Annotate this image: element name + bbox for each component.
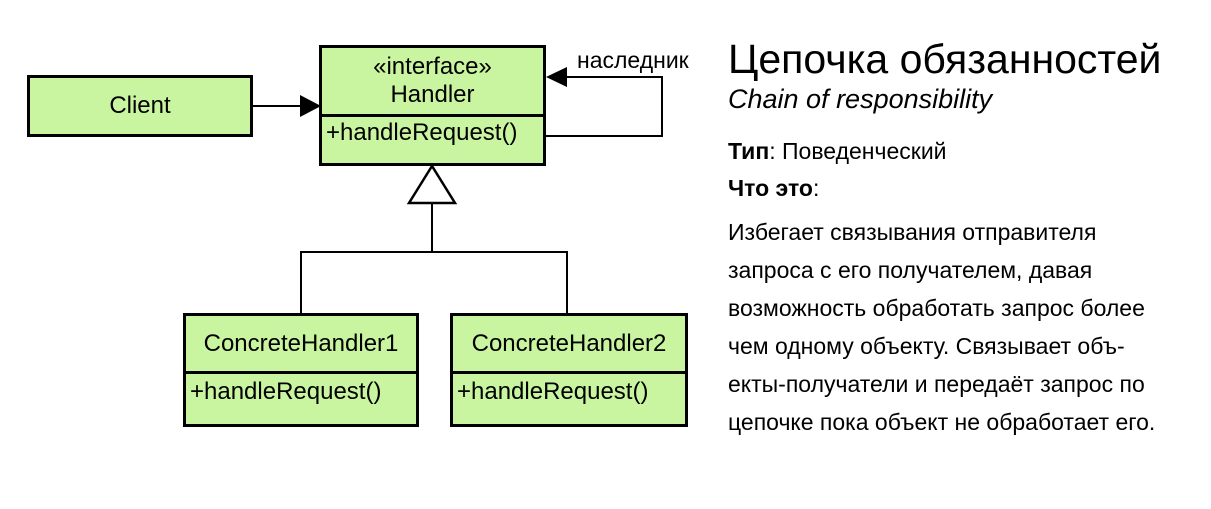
description-line: екты-получатели и передаёт запрос по [728, 371, 1145, 397]
handler-stereotype: «interface» [373, 53, 492, 80]
inheritance-branch-lines [300, 251, 568, 313]
concrete-handler-1-box: ConcreteHandler1 +handleRequest() [183, 313, 419, 427]
description-line: запроса с его получателем, давая [728, 257, 1093, 283]
client-class-box: Client [27, 75, 253, 137]
handler-method: +handleRequest() [326, 119, 518, 146]
successor-arrowhead-icon [546, 67, 567, 87]
successor-loop-line [545, 76, 663, 137]
successor-label: наследник [577, 47, 689, 73]
client-handler-arrowhead-icon [300, 95, 321, 117]
what-is-line: Что это: [728, 170, 1208, 207]
concrete-handler-1-name: ConcreteHandler1 [186, 316, 416, 374]
description-line: возможность обработать запрос более [728, 295, 1145, 321]
handler-class-name: Handler [390, 81, 475, 108]
description-line: Избегает связывания отправителя [728, 219, 1097, 245]
pattern-type-line: Тип: Поведенческий [728, 133, 1208, 170]
description-line: чем одному объекту. Связывает объ- [728, 333, 1125, 359]
concrete-handler-2-box: ConcreteHandler2 +handleRequest() [450, 313, 688, 427]
what-colon: : [812, 175, 820, 201]
handler-title-section: «interface» Handler [322, 48, 543, 117]
inheritance-triangle-icon [406, 163, 458, 205]
pattern-title-en: Chain of responsibility [728, 84, 993, 114]
pattern-meta: Тип: Поведенческий Что это: [728, 133, 1208, 207]
pattern-title-ru: Цепочка обязанностей [728, 36, 1162, 82]
type-value: : Поведенческий [769, 138, 947, 164]
concrete-handler-2-name: ConcreteHandler2 [453, 316, 685, 374]
concrete-handler-1-method: +handleRequest() [190, 378, 382, 405]
concrete-handler-2-method: +handleRequest() [457, 378, 649, 405]
handler-interface-box: «interface» Handler +handleRequest() [319, 45, 546, 166]
type-label: Тип [728, 138, 770, 164]
what-label: Что это [728, 175, 813, 201]
pattern-description: Избегает связывания отправителя запроса … [728, 213, 1208, 441]
description-line: цепочке пока объект не обработает его. [728, 409, 1156, 435]
client-class-name: Client [109, 92, 171, 119]
pattern-info-panel: Цепочка обязанностей Chain of responsibi… [728, 36, 1208, 441]
